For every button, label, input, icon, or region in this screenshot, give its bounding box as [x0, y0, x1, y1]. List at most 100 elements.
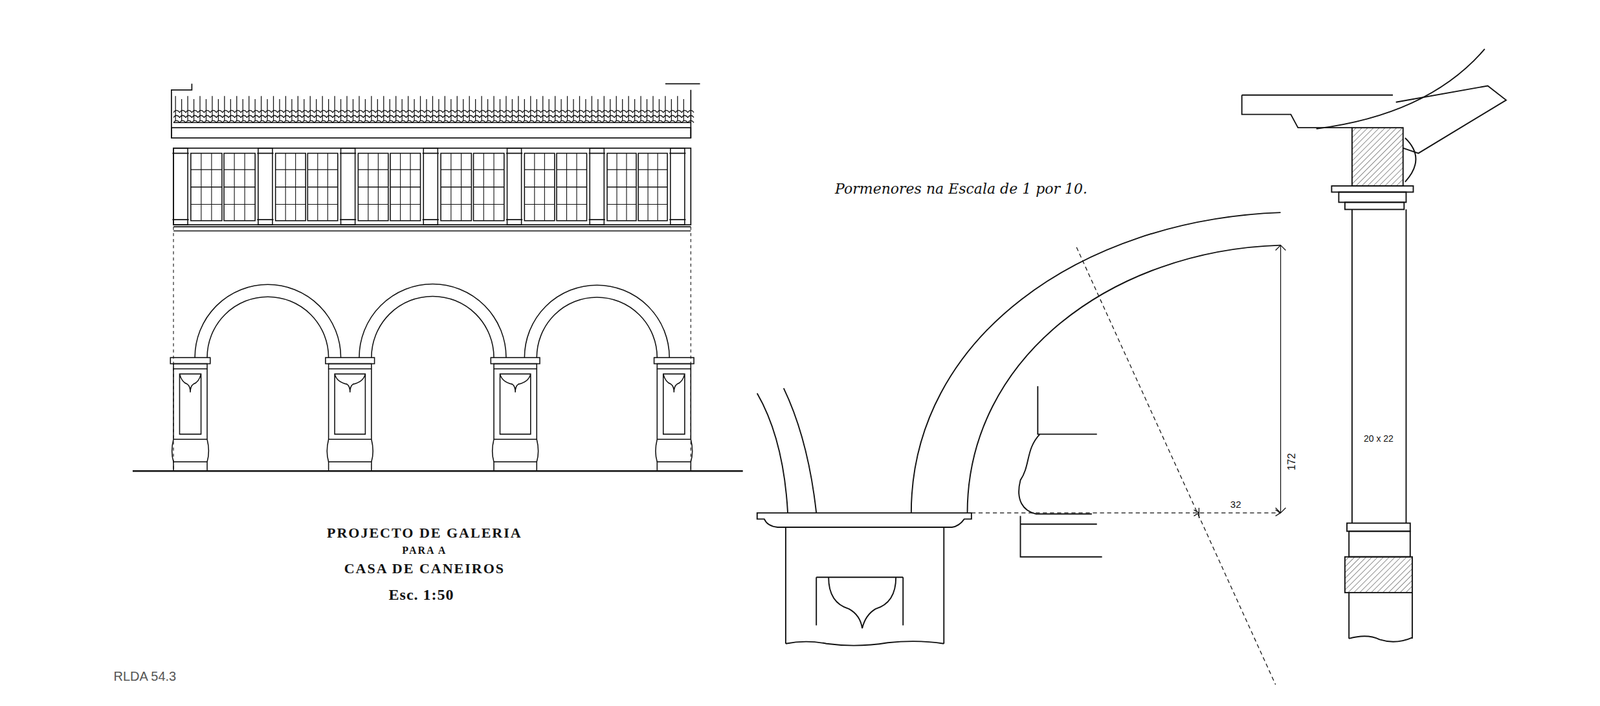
- roof-tile: [462, 99, 464, 121]
- roof-tile: [432, 95, 434, 121]
- title-line: PARA A: [401, 544, 447, 556]
- roof-tile: [273, 95, 274, 121]
- roof-tile: [370, 95, 372, 121]
- glazing-bar: [367, 153, 369, 221]
- glazing-bar: [234, 153, 235, 221]
- roof-tile: [285, 95, 287, 121]
- roof-tile: [358, 95, 360, 121]
- roof-tile: [597, 99, 599, 121]
- title-line: CASA DE CANEIROS: [344, 560, 505, 577]
- roof-tile: [664, 95, 666, 121]
- dimension-value: 32: [1229, 499, 1243, 511]
- window: [390, 153, 421, 221]
- roof-tile: [542, 95, 544, 121]
- roof-tile: [616, 95, 617, 121]
- window-rail: [638, 186, 668, 188]
- pier-base: [492, 438, 539, 462]
- roof-tile: [205, 99, 207, 121]
- capital: [1344, 201, 1404, 210]
- impost-block: [785, 526, 944, 646]
- glazing-bar: [440, 168, 472, 170]
- roof-tile: [266, 99, 268, 121]
- roof-tile: [469, 95, 470, 121]
- glazing-bar: [556, 203, 588, 205]
- roof-tile: [450, 99, 452, 121]
- arch-intrados: [371, 295, 494, 358]
- glazing-bar: [275, 168, 307, 170]
- title-line: PROJECTO DE GALERIA: [326, 524, 523, 541]
- roof-tile: [683, 99, 685, 121]
- roof-tile: [193, 99, 195, 121]
- glazing-bar: [317, 153, 318, 221]
- roof-tile: [248, 95, 250, 121]
- window-rail: [556, 186, 588, 188]
- glazing-bar: [275, 203, 307, 205]
- archive-mark: RLDA 54.3: [113, 668, 177, 683]
- roof-tile: [230, 99, 232, 121]
- roof-edge: [173, 122, 691, 124]
- plinth-section: [1344, 556, 1413, 593]
- detail-heading: Pormenores na Escala de 1 por 10.: [834, 181, 1088, 197]
- ground-line: [132, 469, 744, 472]
- roof-tile: [420, 95, 421, 121]
- roof-tile: [175, 95, 177, 121]
- roof-tile-row: [173, 110, 694, 112]
- glazing-bar: [327, 153, 329, 221]
- pilaster: [670, 148, 685, 225]
- glazing-bar: [616, 153, 617, 221]
- window-rail: [223, 186, 256, 188]
- roof-tile: [480, 95, 482, 121]
- glazing-bar: [190, 203, 223, 205]
- pier-capital: [328, 363, 372, 369]
- pier-panel: [179, 373, 201, 434]
- roof-tile: [585, 99, 586, 121]
- dimension-value: 172: [1286, 451, 1298, 472]
- roof-tile: [493, 95, 494, 121]
- pier-capital: [325, 357, 375, 364]
- pilaster-band: [506, 153, 523, 221]
- roof-tile: [389, 99, 391, 121]
- construction-line: [1076, 247, 1276, 685]
- roof-tile: [548, 99, 550, 121]
- section-size: 20 x 22: [1362, 433, 1395, 444]
- roof-tile: [456, 95, 458, 121]
- roof-tile: [291, 99, 292, 121]
- roof-tile: [181, 99, 182, 121]
- pier-capital: [490, 357, 540, 364]
- roof-tile: [603, 95, 605, 121]
- pilaster-band: [669, 153, 686, 221]
- glazing-bar: [357, 168, 389, 170]
- glazing-bar: [400, 153, 401, 221]
- arch-intrados: [967, 245, 1281, 513]
- glazing-bar: [211, 153, 212, 221]
- window-rail: [607, 186, 637, 188]
- roof-line: [1316, 49, 1485, 129]
- roof-tile: [560, 99, 562, 121]
- pier-panel: [334, 373, 366, 434]
- pilaster: [423, 148, 438, 225]
- dimension-line: [1280, 245, 1281, 513]
- pilaster-band: [588, 153, 606, 221]
- roof-tile: [517, 95, 519, 121]
- scale-note: Esc. 1:50: [388, 585, 455, 602]
- arch-intrados: [207, 296, 329, 358]
- window-rail: [190, 186, 223, 188]
- roof-tile: [640, 95, 641, 121]
- roof-tile: [242, 99, 244, 121]
- pier-capital: [654, 357, 694, 364]
- window: [607, 153, 637, 221]
- pier-shaft: [328, 368, 372, 439]
- sill: [173, 226, 691, 231]
- roof-tile: [333, 95, 335, 121]
- window: [307, 153, 338, 221]
- glazing-bar: [377, 153, 379, 221]
- window: [223, 153, 256, 221]
- roof-tile: [218, 99, 219, 121]
- arch-curve: [757, 387, 817, 512]
- arch-intrados: [536, 297, 657, 358]
- glazing-bar: [647, 153, 649, 221]
- window-rail: [473, 186, 505, 188]
- pilaster: [173, 148, 188, 225]
- capital: [1338, 192, 1406, 203]
- roof-tile: [572, 99, 574, 121]
